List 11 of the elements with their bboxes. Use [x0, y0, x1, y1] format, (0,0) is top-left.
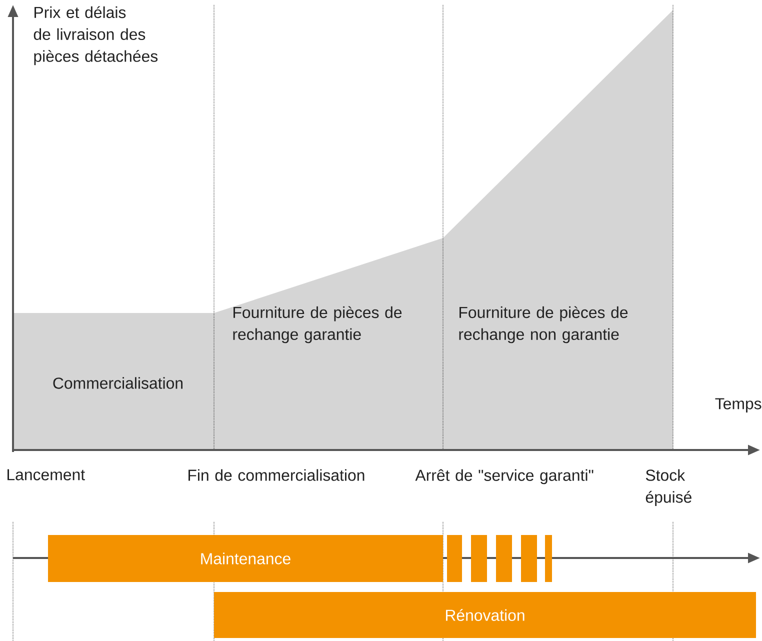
axis-label: Prix et délais de livraison des pièces détachées	[34, 6, 158, 66]
phase-label: Commercialisation	[53, 377, 182, 389]
bar: Maintenance	[48, 535, 443, 582]
milestone-label: Arrêt de "service garanti"	[415, 469, 594, 484]
phase-label: Fourniture de pièces de rechange garantie	[233, 306, 402, 344]
milestone-label: Lancement	[8, 469, 85, 480]
phase-label: Fourniture de pièces de rechange non garantie	[459, 306, 628, 344]
axis-label: Temps	[715, 398, 762, 412]
milestone-label: Fin de commercialisation	[188, 469, 364, 481]
milestone-label: Stock épuisé	[646, 469, 692, 506]
bar: Rénovation	[214, 592, 756, 638]
